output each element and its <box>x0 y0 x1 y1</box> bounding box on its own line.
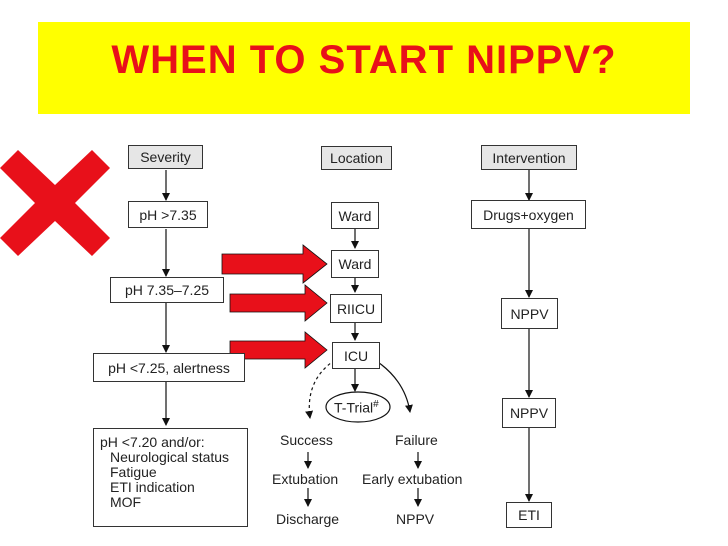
intervention-step-2: NPPV <box>501 298 558 329</box>
location-header: Location <box>321 146 392 170</box>
severity-final-line-1: pH <7.20 and/or: <box>100 434 205 450</box>
t-trial-mark: # <box>373 399 379 410</box>
intervention-header: Intervention <box>481 145 577 170</box>
intervention-step-4: ETI <box>506 502 552 528</box>
severity-step-1: pH >7.35 <box>128 201 208 228</box>
page-title: WHEN TO START NIPPV? <box>111 38 617 82</box>
severity-final-line-2: Neurological status <box>110 449 230 465</box>
t-trial-label: T-Trial# <box>334 399 379 416</box>
location-dashed-to-success <box>305 359 336 419</box>
location-to-failure <box>374 359 413 413</box>
location-step-3: RIICU <box>330 294 382 323</box>
severity-final-box: pH <7.20 and/or: Neurological status Fat… <box>93 428 248 527</box>
red-arrow-to-ward <box>221 244 328 284</box>
red-x-cross-icon <box>0 150 110 256</box>
title-banner: WHEN TO START NIPPV? <box>38 22 690 114</box>
extubation-label: Extubation <box>272 471 339 487</box>
early-extubation-label: Early extubation <box>362 471 463 487</box>
severity-final-line-5: MOF <box>110 494 142 510</box>
severity-step-2: pH 7.35–7.25 <box>110 277 224 303</box>
t-trial-text: T-Trial <box>334 399 374 416</box>
severity-final-line-4: ETI indication <box>110 479 195 495</box>
intervention-step-1: Drugs+oxygen <box>471 200 586 229</box>
severity-header: Severity <box>128 145 203 169</box>
location-step-2: Ward <box>331 250 379 278</box>
red-arrow-to-riicu <box>229 284 328 322</box>
location-nppv-label: NPPV <box>396 511 435 527</box>
failure-label: Failure <box>395 432 438 448</box>
t-trial-ellipse <box>325 391 391 423</box>
intervention-step-3: NPPV <box>502 398 556 428</box>
severity-step-3: pH <7.25, alertness <box>93 353 245 382</box>
severity-final-line-3: Fatigue <box>110 464 157 480</box>
location-step-1: Ward <box>331 202 379 229</box>
success-label: Success <box>280 432 333 448</box>
location-step-4: ICU <box>332 342 380 369</box>
discharge-label: Discharge <box>276 511 340 527</box>
